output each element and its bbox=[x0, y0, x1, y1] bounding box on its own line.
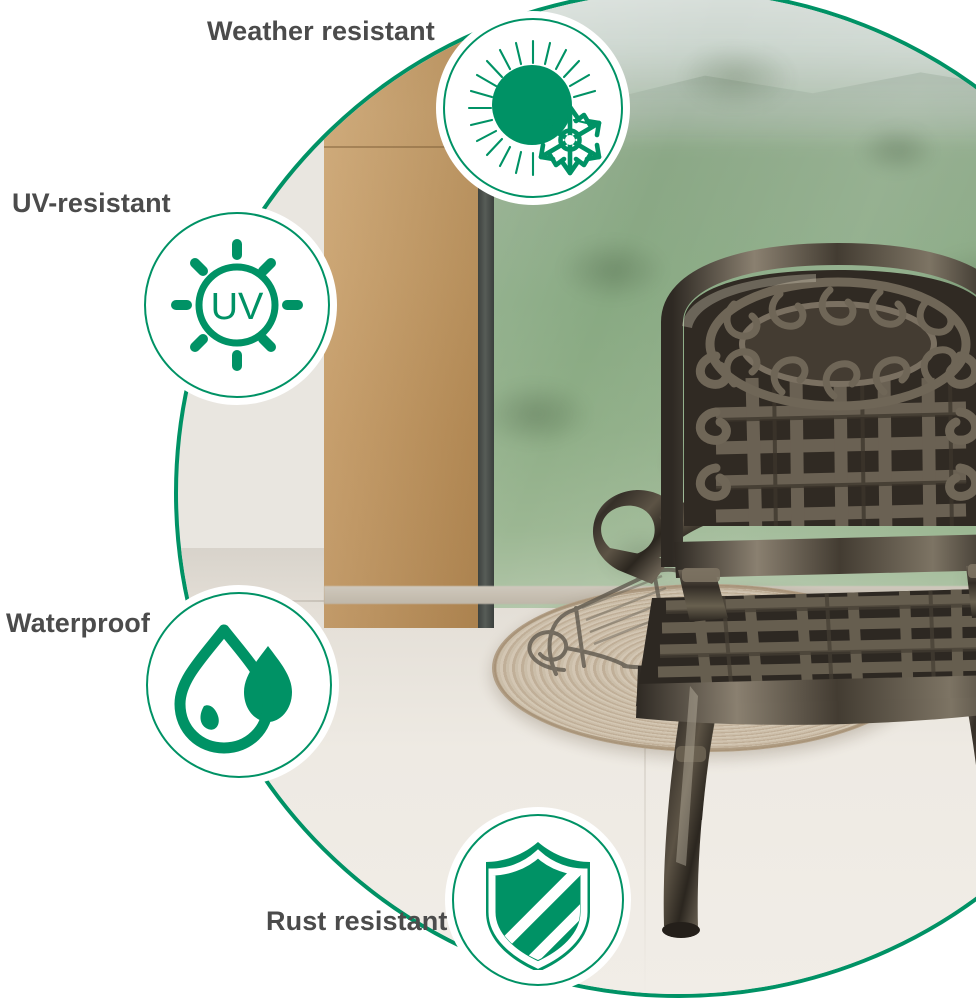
label-waterproof: Waterproof bbox=[6, 608, 150, 638]
label-uv-resistant: UV-resistant bbox=[12, 188, 171, 218]
uv-icon-text: UV bbox=[211, 286, 264, 328]
badge-weather-resistant bbox=[443, 18, 623, 198]
floor-tile-line bbox=[644, 600, 646, 994]
label-weather-resistant: Weather resistant bbox=[207, 16, 435, 46]
badge-waterproof bbox=[146, 592, 332, 778]
sun-snowflake-icon bbox=[467, 39, 602, 177]
shield-icon bbox=[486, 842, 590, 970]
badge-rust-resistant bbox=[452, 814, 624, 986]
label-rust-resistant: Rust resistant bbox=[266, 906, 448, 936]
water-droplet-icon bbox=[174, 624, 292, 754]
uv-sun-icon: UV bbox=[171, 239, 303, 371]
badge-uv-resistant: UV bbox=[144, 212, 330, 398]
cast-aluminum-chair bbox=[592, 242, 976, 938]
